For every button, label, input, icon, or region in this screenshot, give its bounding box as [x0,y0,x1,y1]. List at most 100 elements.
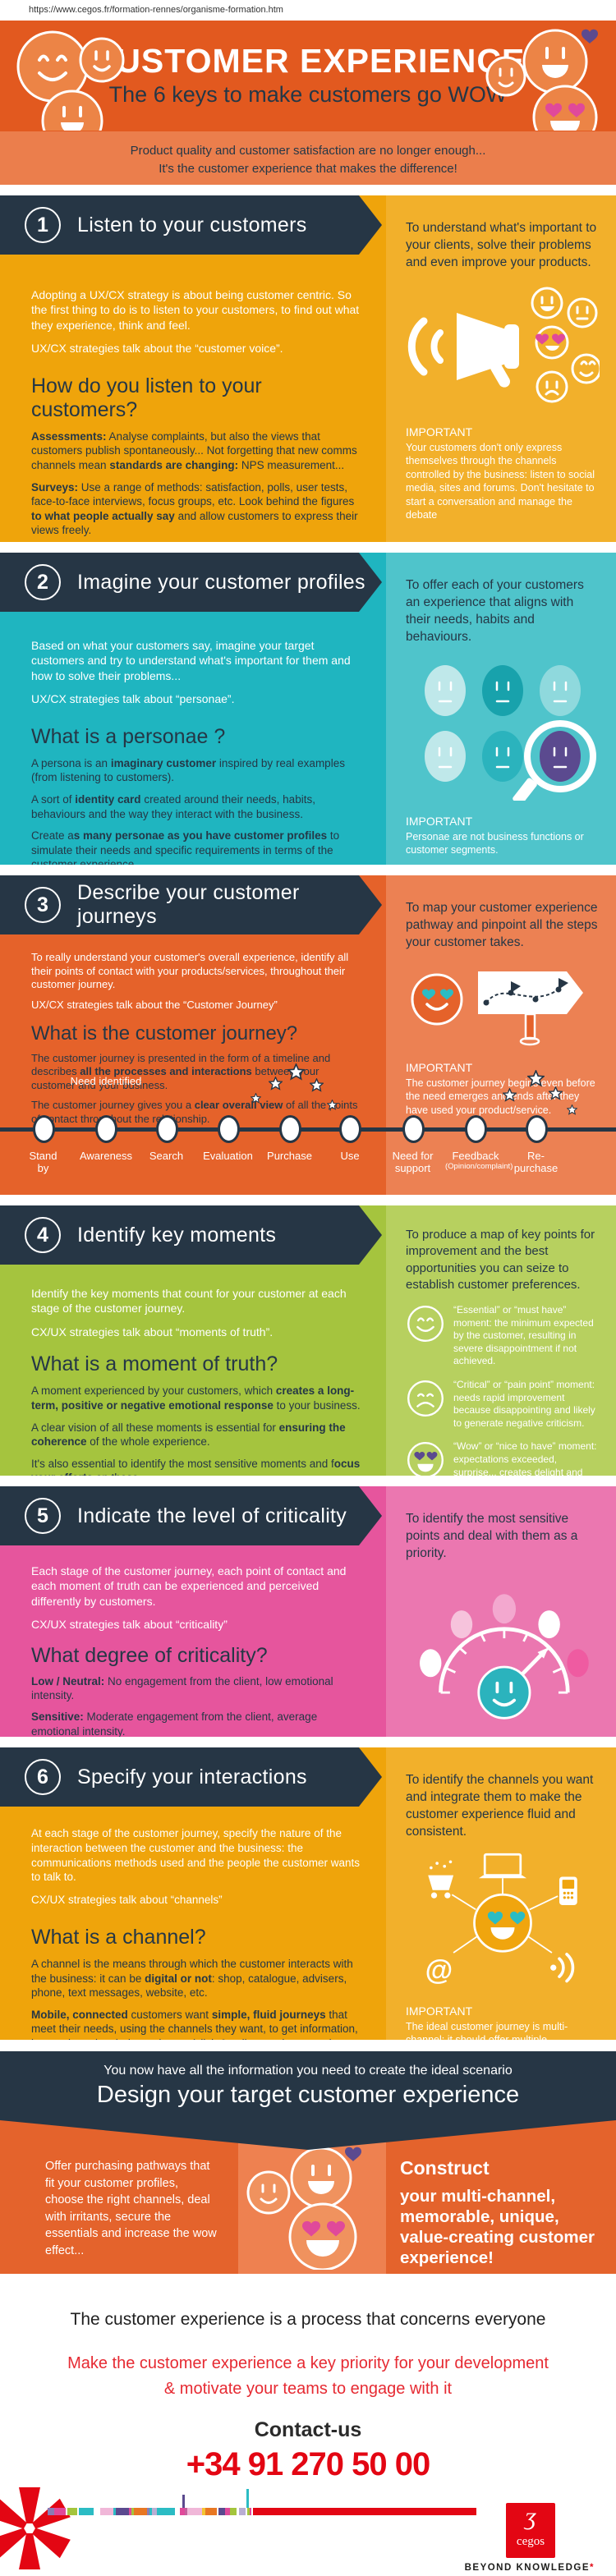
section-title: Identify key moments [77,1223,277,1247]
customer-journey-timeline: Need identified Stand by Awareness Searc… [0,1063,616,1195]
moment-item-critical: “Critical” or “pain point” moment: needs… [406,1379,598,1430]
paragraph: Sensitive: Moderate engagement from the … [31,1710,318,1737]
important-label: IMPORTANT [406,1060,473,1074]
section-number-badge: 2 [25,564,61,600]
important-label: IMPORTANT [406,2004,473,2018]
section-2-header-band: 2 Imagine your customer profiles [0,553,382,612]
paragraph: Low / Neutral: No engagement from the cl… [31,1674,333,1702]
paragraph: A moment experienced by your customers, … [31,1384,361,1412]
section-2-aside: To offer each of your customers an exper… [386,553,616,865]
moment-text: “Wow” or “nice to have” moment: expectat… [453,1440,597,1476]
paragraph: CX/UX strategies talk about “moments of … [31,1325,274,1339]
timeline-step: Use [340,1150,360,1162]
footer: The customer experience is a process tha… [0,2274,616,2576]
smiley-cluster-left-icon [3,25,143,131]
section-number-badge: 4 [25,1217,61,1253]
footer-call-to-action: Make the customer experience a key prior… [67,2354,549,2398]
important-text: Your customers don't only express themse… [406,441,595,521]
sparkle-star-icon [567,1104,577,1115]
intro-line-1: Product quality and customer satisfactio… [130,144,486,158]
sparkle-star-icon [251,1093,261,1104]
benefit-text: To identify the channels you want and in… [406,1773,594,1839]
sparkle-star-icon [269,1077,283,1091]
construct-body: your multi-channel, memorable, unique, v… [400,2187,595,2268]
paragraph: The customer journey is presented in the… [31,1051,331,1091]
section-title: Listen to your customers [77,213,307,236]
important-text: The ideal customer journey is multi-chan… [406,2020,568,2040]
section-4-aside: To produce a map of key points for impro… [386,1205,616,1476]
section-6-aside: To identify the channels you want and in… [386,1747,616,2040]
paragraph: Identify the key moments that count for … [31,1287,347,1316]
paragraph: Based on what your customers say, imagin… [31,639,351,682]
sparkle-star-icon [527,1070,545,1087]
phone-number[interactable]: +34 91 270 50 00 [186,2446,431,2482]
section-interactions: At each stage of the customer journey, s… [0,1747,616,2040]
smiley-signpost-icon [406,962,598,1051]
question-heading: What is a channel? [31,1926,206,1949]
paragraph: A sort of identity card created around t… [31,792,315,820]
page-title: CUSTOMER EXPERIENCE [90,42,526,80]
benefit-text: To identify the most sensitive points an… [406,1512,578,1560]
sparkle-star-icon [287,1063,305,1081]
paragraph: It's also essential to identify the most… [31,1457,361,1476]
benefit-text: To offer each of your customers an exper… [406,578,584,644]
timeline-dot [339,1115,361,1143]
paragraph: A clear vision of all these moments is e… [31,1421,346,1449]
question-heading: What is a moment of truth? [31,1352,278,1376]
important-label: IMPORTANT [406,814,473,828]
paragraph: Surveys: Use a range of methods: satisfa… [31,480,358,537]
brand-color-strip [48,2508,476,2515]
design-banner-line1: You now have all the information you nee… [103,2064,513,2078]
timeline-dot [402,1115,425,1143]
paragraph: Create as many personae as you have cust… [31,829,340,865]
criticality-gauge-icon [406,1584,598,1726]
section-1-header-band: 1 Listen to your customers [0,195,382,255]
timeline-dot [278,1115,301,1143]
paragraph: Adopting a UX/CX strategy is about being… [31,288,360,332]
important-note: IMPORTANT The customer journey begins ev… [406,1061,598,1118]
important-note: IMPORTANT Your customers don't only expr… [406,425,598,522]
section-customer-profiles: Based on what your customers say, imagin… [0,553,616,865]
timeline-line [0,1127,616,1132]
timeline-step: Need for support [392,1150,434,1174]
section-criticality: Each stage of the customer journey, each… [0,1486,616,1737]
intro-line-2: It's the customer experience that makes … [159,161,457,176]
timeline-step: Feedback(Opinion/complaint) [444,1150,513,1171]
important-note: IMPORTANT Personae are not business func… [406,815,598,857]
megaphone-smileys-icon [406,282,602,416]
timeline-step: Evaluation [203,1150,253,1162]
strip-spike [246,2489,249,2508]
cegos-logo: ʒ cegos [506,2503,555,2558]
personae-magnifier-icon [406,656,598,806]
timeline-dot [32,1115,55,1143]
paragraph: CX/UX strategies talk about “criticality… [31,1618,228,1632]
design-construct-text: Construct your multi-channel, memorable,… [400,2156,597,2268]
paragraph: Mobile, connected customers want simple,… [31,2008,358,2040]
sad-smiley-icon [407,1380,444,1417]
timeline-step: Purchase [267,1150,312,1162]
sparkle-star-icon [310,1078,324,1092]
question-heading: How do you listen to your customers? [31,374,262,421]
timeline-step: Stand by [29,1150,57,1174]
paragraph: UX/CX strategies talk about “personae”. [31,692,235,706]
section-title: Describe your customer journeys [77,881,300,928]
sparkle-star-icon [327,1100,338,1110]
sparkle-star-icon [549,1086,563,1100]
intro-banner: Product quality and customer satisfactio… [0,131,616,185]
timeline-dot [155,1115,178,1143]
moment-text: “Critical” or “pain point” moment: needs… [453,1378,595,1429]
section-number-badge: 6 [25,1759,61,1795]
section-1-aside: To understand what's important to your c… [386,195,616,542]
important-text: The customer journey begins even before … [406,1077,595,1116]
cegos-asterisk-icon [0,2487,71,2569]
section-title: Indicate the level of criticality [77,1504,347,1527]
benefit-text: To produce a map of key points for impro… [406,1228,595,1292]
paragraph: Assessments: Analyse complaints, but als… [31,429,357,471]
paragraph: At each stage of the customer journey, s… [31,1827,360,1884]
sparkle-star-icon [503,1088,517,1102]
multi-channel-hub-icon: @ [406,1851,598,1995]
heart-eyes-smiley-icon [407,1442,444,1476]
moment-item-wow: “Wow” or “nice to have” moment: expectat… [406,1440,598,1476]
smiley-cluster-right-icon [485,25,614,131]
timeline-dot [95,1115,117,1143]
